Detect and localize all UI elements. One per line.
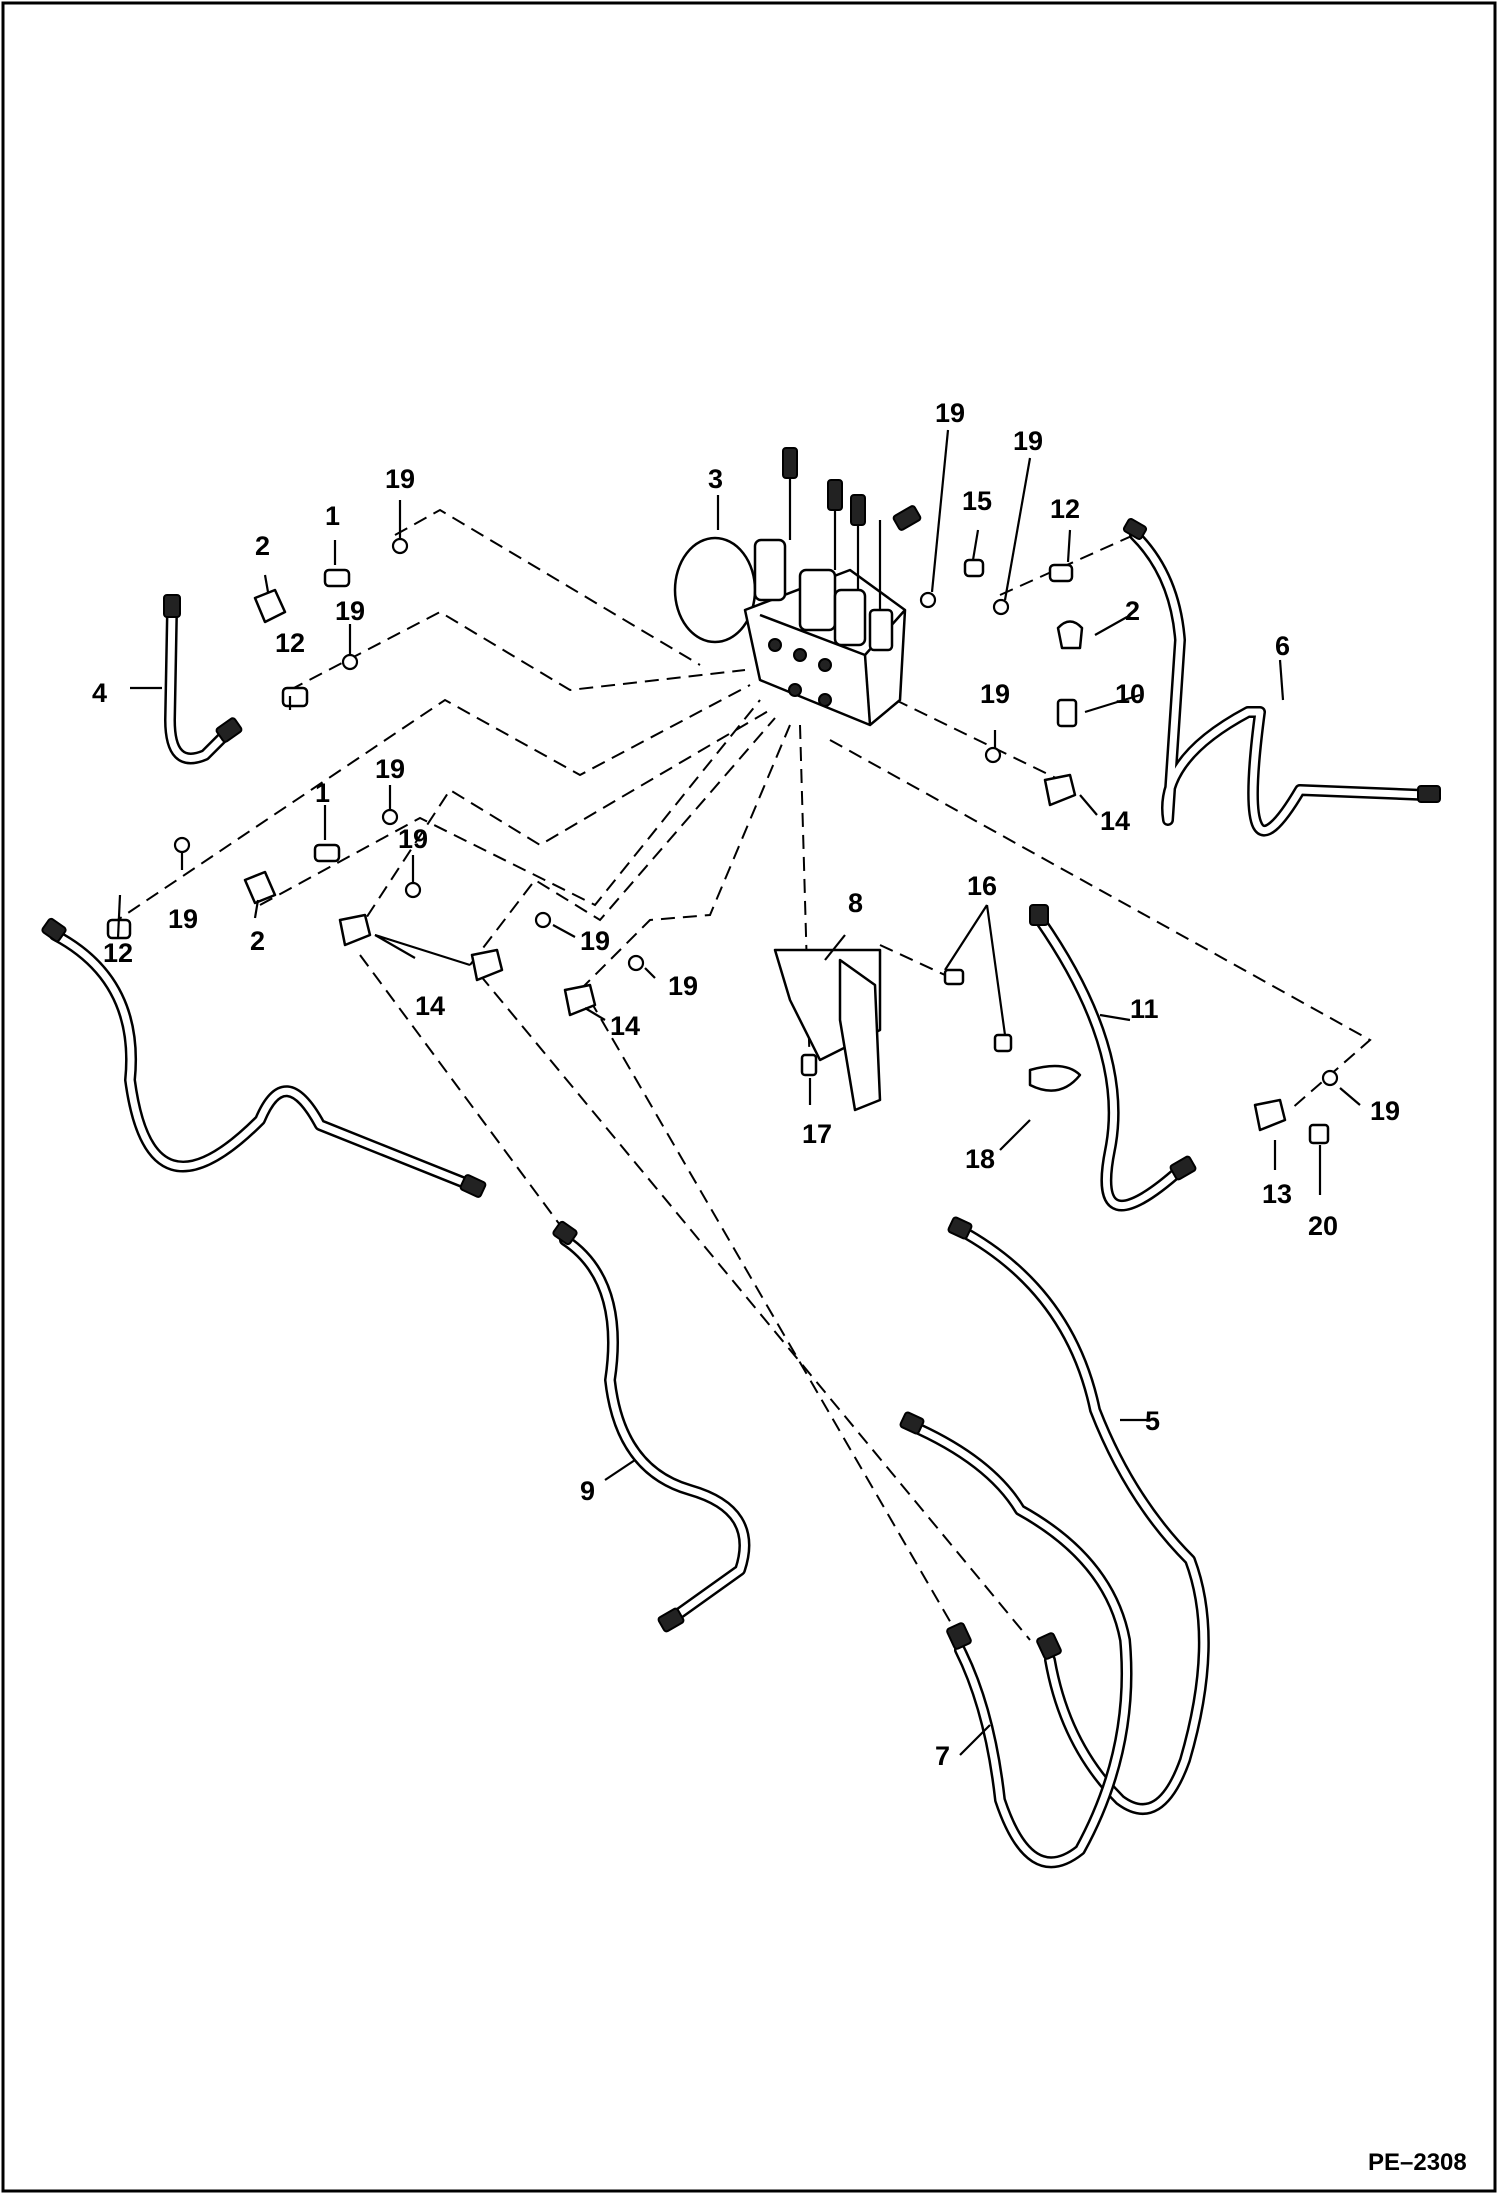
- callout-10: 10: [1115, 679, 1145, 709]
- callout-19: 19: [385, 464, 415, 494]
- callout-2: 2: [1125, 596, 1140, 626]
- callout-19: 19: [1013, 426, 1043, 456]
- callout-3: 3: [708, 464, 723, 494]
- callout-19: 19: [375, 754, 405, 784]
- leader-lines: [116, 429, 1361, 1756]
- callout-19: 19: [580, 926, 610, 956]
- callout-4: 4: [92, 678, 107, 708]
- hose-5: [954, 1224, 1210, 1815]
- drawing-id: PE–2308: [1368, 2149, 1467, 2176]
- callout-7: 7: [935, 1741, 950, 1771]
- callout-19: 19: [1370, 1096, 1400, 1126]
- callout-14: 14: [1100, 806, 1130, 836]
- callout-19: 19: [980, 679, 1010, 709]
- o-rings: [173, 537, 1339, 1087]
- hose-12-left: [49, 929, 476, 1191]
- valve-block: [673, 447, 922, 727]
- hose-4: [164, 606, 231, 765]
- callout-labels: 1 1 2 2 2 3 4 5 6 7 8 9 10 11 12 12 12 1…: [92, 398, 1400, 1771]
- callout-8: 8: [848, 888, 863, 918]
- callout-12: 12: [275, 628, 305, 658]
- callout-12: 12: [103, 938, 133, 968]
- callout-14: 14: [415, 991, 445, 1021]
- callout-11: 11: [1130, 994, 1159, 1024]
- callout-1: 1: [315, 778, 330, 808]
- callout-19: 19: [935, 398, 965, 428]
- hose-end-fittings: [41, 518, 1441, 1660]
- hose-6: [1129, 529, 1431, 837]
- callout-5: 5: [1145, 1406, 1160, 1436]
- callout-16: 16: [967, 871, 997, 901]
- callout-17: 17: [802, 1119, 832, 1149]
- callout-14: 14: [610, 1011, 640, 1041]
- callout-19: 19: [168, 904, 198, 934]
- callout-2: 2: [255, 531, 270, 561]
- callout-20: 20: [1308, 1211, 1338, 1241]
- callout-9: 9: [580, 1476, 595, 1506]
- callout-19: 19: [335, 596, 365, 626]
- callout-19: 19: [668, 971, 698, 1001]
- callout-15: 15: [962, 486, 992, 516]
- callout-13: 13: [1262, 1179, 1292, 1209]
- callout-19: 19: [398, 824, 428, 854]
- callout-6: 6: [1275, 631, 1290, 661]
- hose-7: [904, 1419, 1133, 1869]
- hose-11: [1034, 914, 1186, 1212]
- callout-12: 12: [1050, 494, 1080, 524]
- callout-18: 18: [965, 1144, 995, 1174]
- fittings: [106, 558, 1330, 1145]
- callout-2: 2: [250, 926, 265, 956]
- hose-9: [559, 1234, 751, 1626]
- callout-1: 1: [325, 501, 340, 531]
